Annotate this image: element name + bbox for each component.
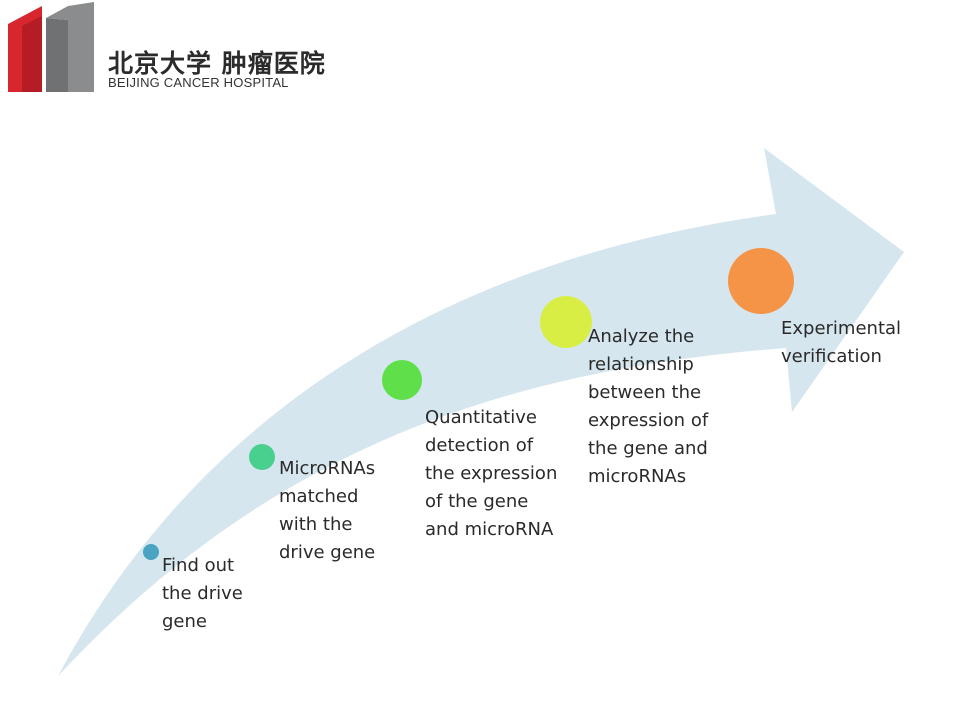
logo-chinese-name: 北京大学 肿瘤医院 <box>108 49 326 78</box>
step-5-marker <box>728 248 794 314</box>
logo-english-name: BEIJING CANCER HOSPITAL <box>108 75 289 90</box>
step-2-marker <box>249 444 275 470</box>
step-1-marker <box>143 544 159 560</box>
curved-arrow-shape <box>58 148 904 676</box>
step-4-marker <box>540 296 592 348</box>
step-1-label: Find out the drive gene <box>162 555 243 632</box>
step-2-label: MicroRNAs matched with the drive gene <box>279 458 376 563</box>
hospital-logo-mark <box>8 2 94 92</box>
step-3-label: Quantitative detection of the expression… <box>425 407 558 540</box>
step-4-label: Analyze the relationship between the exp… <box>588 326 709 487</box>
step-3-marker <box>382 360 422 400</box>
step-5-label: Experimental verification <box>781 318 902 367</box>
hospital-logo: 北京大学 肿瘤医院 BEIJING CANCER HOSPITAL <box>0 0 325 100</box>
